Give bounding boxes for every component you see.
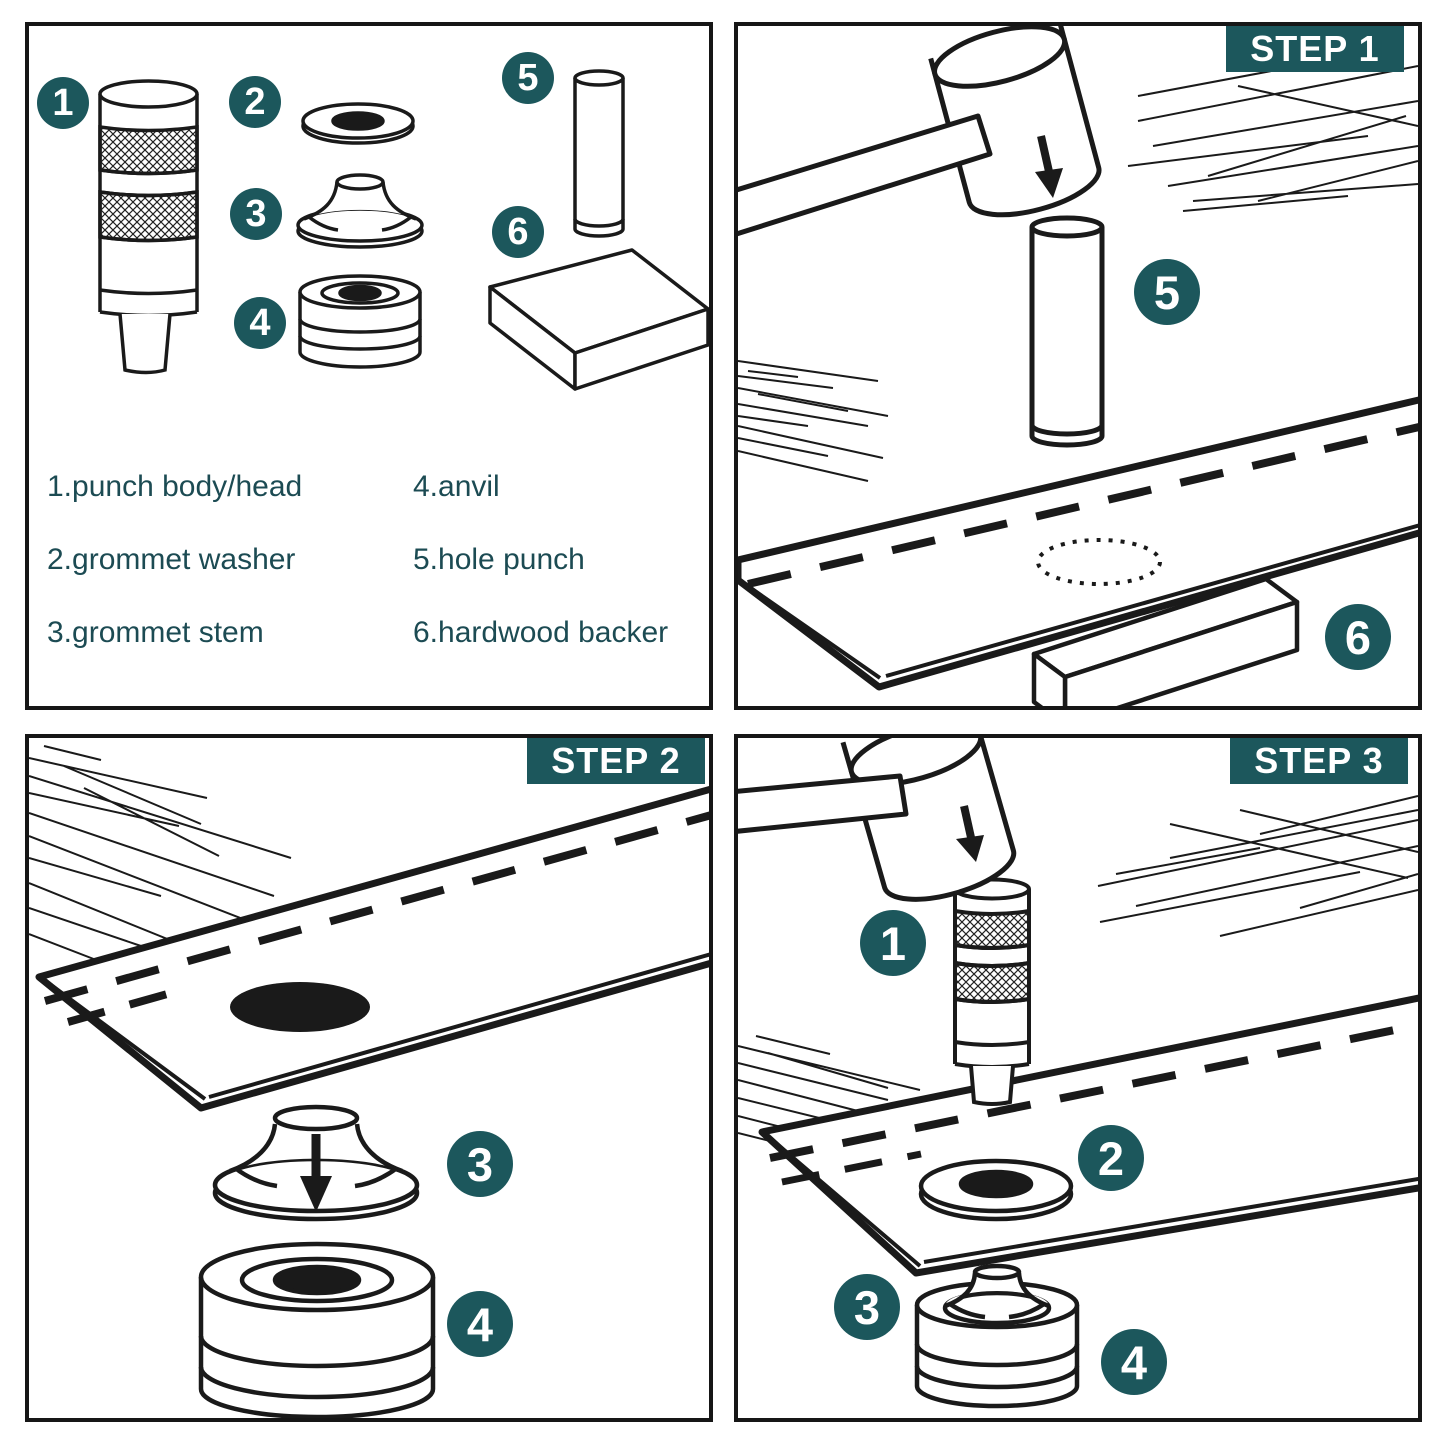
step2-title: STEP 2 bbox=[527, 738, 705, 784]
stitch-seam bbox=[43, 811, 709, 1005]
hole-position-outline bbox=[1036, 538, 1162, 586]
down-arrow-icon bbox=[1035, 135, 1063, 198]
badge-stem: 3 bbox=[834, 1274, 900, 1340]
badge-punch-body: 1 bbox=[37, 77, 89, 129]
badge-anvil: 4 bbox=[234, 297, 286, 349]
punch-body-drawing bbox=[953, 877, 1031, 1106]
stitch-seam bbox=[769, 1021, 1418, 1162]
hole-punch-drawing bbox=[1029, 215, 1105, 448]
legend-stem: 3.grommet stem bbox=[47, 616, 264, 649]
step1-title: STEP 1 bbox=[1226, 26, 1404, 72]
hardwood-backer-drawing bbox=[1031, 576, 1300, 706]
fabric-sheet-drawing bbox=[738, 396, 1418, 691]
grommet-washer-drawing bbox=[301, 102, 415, 145]
badge-backer: 6 bbox=[1325, 604, 1391, 670]
step1-panel: STEP 1 5 6 bbox=[734, 22, 1422, 710]
legend-hole-punch: 5.hole punch bbox=[413, 543, 585, 576]
down-arrow-icon bbox=[300, 1134, 332, 1212]
parts-legend-panel: 1 2 3 4 5 6 1.punch body/head 2.grommet … bbox=[25, 22, 713, 710]
grommet-washer-drawing bbox=[918, 1158, 1074, 1222]
mallet-drawing bbox=[738, 738, 1017, 902]
badge-stem: 3 bbox=[230, 188, 282, 240]
step3-title: STEP 3 bbox=[1230, 738, 1408, 784]
anvil-drawing bbox=[298, 274, 422, 369]
badge-punch-body: 1 bbox=[860, 910, 926, 976]
punched-hole bbox=[230, 982, 370, 1032]
crease-lines bbox=[29, 745, 292, 971]
badge-hole-punch: 5 bbox=[502, 52, 554, 104]
stem-on-anvil-drawing bbox=[914, 1263, 1080, 1409]
grommet-stem-drawing bbox=[296, 173, 424, 249]
badge-anvil: 4 bbox=[1101, 1329, 1167, 1395]
punch-body-drawing bbox=[98, 79, 199, 375]
step2-panel: STEP 2 3 4 bbox=[25, 734, 713, 1422]
hole-punch-drawing bbox=[573, 69, 625, 238]
crease-lines bbox=[738, 795, 1418, 1159]
legend-punch-body: 1.punch body/head bbox=[47, 470, 303, 503]
badge-washer: 2 bbox=[1078, 1125, 1144, 1191]
legend-backer: 6.hardwood backer bbox=[413, 616, 669, 649]
step2-drawing bbox=[29, 745, 709, 1418]
step3-panel: STEP 3 1 2 3 4 bbox=[734, 734, 1422, 1422]
crease-lines bbox=[738, 65, 1418, 482]
legend-washer: 2.grommet washer bbox=[47, 543, 296, 576]
parts-drawing bbox=[98, 69, 709, 391]
badge-hole-punch: 5 bbox=[1134, 259, 1200, 325]
badge-washer: 2 bbox=[229, 76, 281, 128]
fabric-sheet-drawing bbox=[35, 786, 709, 1112]
step1-drawing bbox=[738, 26, 1418, 706]
anvil-drawing bbox=[198, 1241, 436, 1418]
stitch-seam bbox=[747, 423, 1418, 588]
badge-backer: 6 bbox=[492, 206, 544, 258]
badge-stem: 3 bbox=[447, 1131, 513, 1197]
mallet-drawing bbox=[738, 26, 1102, 237]
badge-anvil: 4 bbox=[447, 1291, 513, 1357]
legend-anvil: 4.anvil bbox=[413, 470, 500, 503]
down-arrow-icon bbox=[956, 805, 984, 862]
hardwood-backer-drawing bbox=[488, 248, 709, 391]
